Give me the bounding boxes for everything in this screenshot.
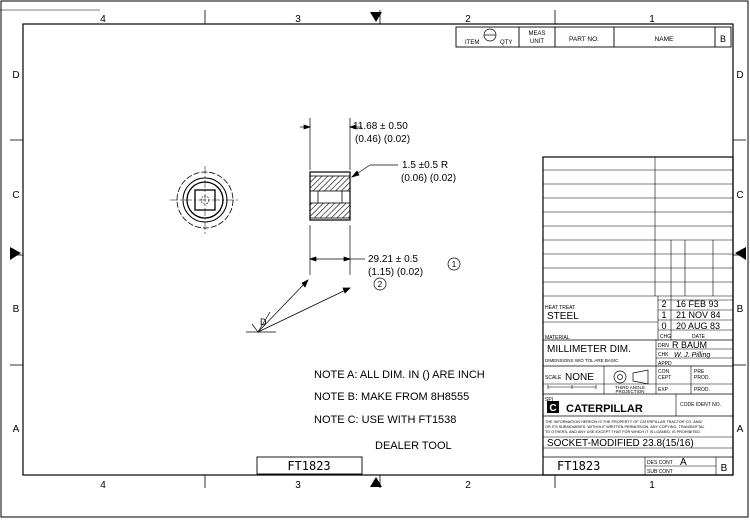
des-cont-label: DES CONT <box>647 460 673 466</box>
zone-top-1: 1 <box>649 14 655 25</box>
drawing-number-box <box>256 456 363 475</box>
scale-bar-icon <box>547 385 597 389</box>
zone-bottom-3: 3 <box>295 480 301 491</box>
zone-top-3: 3 <box>295 14 301 25</box>
revision-0-chg: 0 <box>661 321 666 331</box>
drawing-number-box-text: FT1823 <box>287 459 330 473</box>
pre-label: PRE <box>694 369 705 375</box>
note-balloon-2-text: 2 <box>378 280 383 289</box>
dimension-length-value: 11.68 ± 0.50 <box>353 121 408 132</box>
drawing-title: SOCKET-MODIFIED 23.8(15/16) <box>547 438 694 449</box>
note-a: NOTE A: ALL DIM. IN () ARE INCH <box>314 369 485 381</box>
zone-bottom-1: 1 <box>649 480 655 491</box>
revision-2-chg: 2 <box>661 299 666 309</box>
note-c: NOTE C: USE WITH FT1538 <box>314 414 456 426</box>
zone-top-4: 4 <box>100 14 106 25</box>
sheet-size: B <box>721 463 728 474</box>
title-block-drawing-number: FT1823 <box>557 459 600 473</box>
spi-label: SPI <box>545 397 553 403</box>
material-label: MATERIAL <box>545 335 570 341</box>
units-note: DIMENSIONS W/O TOL ARE BASIC <box>545 358 619 363</box>
note-balloon-1-icon <box>447 257 461 271</box>
socket-section-view <box>309 171 351 221</box>
drn-value: R BAUM <box>672 340 707 350</box>
dealer-tool-note: DEALER TOOL <box>375 440 452 452</box>
code-ident-label: CODE IDENT NO. <box>680 402 721 408</box>
des-cont-value: A <box>680 457 687 468</box>
note-b: NOTE B: MAKE FROM 8H8555 <box>314 391 469 403</box>
zone-top-2: 2 <box>465 14 471 25</box>
parts-meas-label: MEAS <box>528 31 545 37</box>
dimension-lines <box>246 118 398 333</box>
center-mark-right-triangle <box>735 247 746 260</box>
chg-label: CHG <box>660 334 671 340</box>
dimension-radius-value: 1.5 ±0.5 R <box>402 160 448 171</box>
caterpillar-logo-icon: C <box>547 401 559 414</box>
material-value: STEEL <box>547 311 579 322</box>
zone-right-a: A <box>737 424 744 435</box>
zone-left-a: A <box>13 424 20 435</box>
appd-label: APPD <box>658 361 672 367</box>
parts-item-label: ITEM <box>465 40 479 46</box>
prod-label: PROD. <box>694 387 710 393</box>
parts-sheet-letter: B <box>720 34 726 44</box>
zone-right-c: C <box>736 190 743 201</box>
company-name: CATERPILLAR <box>566 403 643 415</box>
zone-bottom-2: 2 <box>465 480 471 491</box>
zone-right-d: D <box>736 70 743 81</box>
parts-unit-label: UNIT <box>530 39 544 45</box>
parts-qty-label: QTY <box>500 40 512 46</box>
projection-label-2: PROJECTION <box>615 389 644 394</box>
svg-text:C: C <box>549 403 556 414</box>
projection-label-1: THIRD ANGLE <box>615 385 645 390</box>
con-label: CON <box>658 369 670 375</box>
disclaimer-line-1: THE INFORMATION HEREON IS THE PROPERTY O… <box>545 420 703 424</box>
zone-left-c: C <box>12 190 19 201</box>
revision-1-date: 21 NOV 84 <box>676 310 721 320</box>
disclaimer-line-2: OR ITS SUBSIDIARIES. WITHOUT WRITTEN PER… <box>545 425 705 429</box>
center-mark-top-triangle <box>370 12 382 22</box>
date-label: DATE <box>692 334 706 340</box>
pre-prod-label: PROD. <box>694 375 710 381</box>
sub-cont-label: SUB CONT <box>647 469 673 475</box>
scale-value: NONE <box>565 372 594 383</box>
zone-bottom-4: 4 <box>100 480 106 491</box>
units-value: MILLIMETER DIM. <box>547 344 631 355</box>
zone-left-b: B <box>13 304 20 315</box>
drn-label: DRN <box>658 343 669 349</box>
disclaimer-line-3: TO OTHERS, AND ANY USE EXCEPT THAT FOR W… <box>545 430 701 434</box>
zone-left-d: D <box>12 70 19 81</box>
socket-end-view <box>170 166 240 234</box>
revision-1-chg: 1 <box>661 310 666 320</box>
revision-2-date: 16 FEB 93 <box>676 299 719 309</box>
cept-label: CEPT <box>658 375 671 381</box>
zone-right-b: B <box>737 304 744 315</box>
center-mark-left-triangle <box>10 247 21 260</box>
chk-signature: W. J. Pilling <box>674 352 710 359</box>
center-mark-bottom-triangle <box>370 477 382 487</box>
scale-label: SCALE <box>545 375 562 381</box>
dimension-diameter-value: 29.21 ± 0.5 <box>368 254 418 265</box>
dimension-length-inch: (0.46) (0.02) <box>355 134 410 145</box>
parts-part-no-label: PART NO. <box>569 36 599 43</box>
dimension-radius-inch: (0.06) (0.02) <box>401 173 456 184</box>
exp-label: EXP <box>658 387 669 393</box>
revision-0-date: 20 AUG 83 <box>676 321 720 331</box>
title-block <box>542 156 734 476</box>
dimension-diameter-inch: (1.15) (0.02) <box>368 267 423 278</box>
chk-label: CHK <box>658 352 669 358</box>
third-angle-projection-icon <box>613 369 649 385</box>
heat-treat-label: HEAT TREAT <box>545 305 575 311</box>
parts-list-header: ITEM QTY MEAS UNIT PART NO. NAME B <box>455 26 732 48</box>
surface-finish-symbol: D <box>260 317 267 327</box>
parts-name-label: NAME <box>655 36 674 43</box>
note-balloon-1-text: 1 <box>452 260 457 269</box>
note-balloon-2-icon <box>373 277 387 291</box>
